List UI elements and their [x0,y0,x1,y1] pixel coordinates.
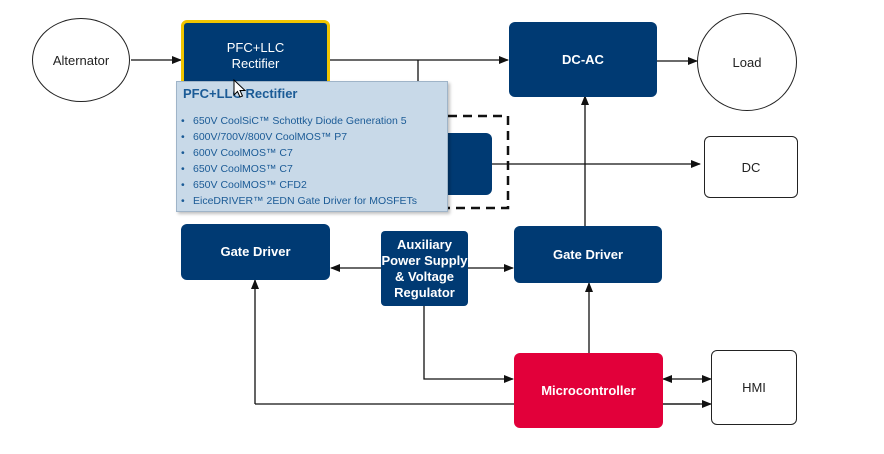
aux-supply-label: Auxiliary Power Supply & Voltage Regulat… [381,236,468,300]
hmi-label: HMI [742,380,766,395]
component-tooltip: PFC+LLC Rectifier 650V CoolSiC™ Schottky… [176,81,448,212]
dc-label: DC [741,159,761,175]
gate-driver-left-block[interactable]: Gate Driver [181,224,330,280]
dc-node: DC [704,136,798,198]
tooltip-item[interactable]: 650V CoolMOS™ C7 [181,161,417,177]
alternator-node: Alternator [32,18,130,102]
tooltip-item[interactable]: EiceDRIVER™ 2EDN Gate Driver for MOSFETs [181,193,417,209]
dc-ac-block[interactable]: DC-AC [509,22,657,97]
pfc-llc-label: PFC+LLC Rectifier [226,40,285,71]
gate-driver-right-label: Gate Driver [552,246,624,262]
microcontroller-label: Microcontroller [541,382,636,398]
gate-driver-right-block[interactable]: Gate Driver [514,226,662,283]
hmi-node: HMI [711,350,797,425]
arrow-aux-mcu [423,305,514,383]
tooltip-item[interactable]: 600V/700V/800V CoolMOS™ P7 [181,129,417,145]
dashed-frame [448,114,510,210]
tooltip-item[interactable]: 650V CoolSiC™ Schottky Diode Generation … [181,113,417,129]
load-label: Load [732,54,762,70]
tooltip-item[interactable]: 650V CoolMOS™ CFD2 [181,177,417,193]
load-node: Load [697,13,797,111]
gate-driver-left-label: Gate Driver [220,244,291,259]
aux-supply-block[interactable]: Auxiliary Power Supply & Voltage Regulat… [381,231,468,306]
tooltip-list: 650V CoolSiC™ Schottky Diode Generation … [181,113,417,209]
mouse-pointer-icon [233,79,247,98]
tooltip-item[interactable]: 600V CoolMOS™ C7 [181,145,417,161]
dc-ac-label: DC-AC [562,51,604,67]
microcontroller-block[interactable]: Microcontroller [514,353,663,428]
alternator-label: Alternator [52,52,110,68]
